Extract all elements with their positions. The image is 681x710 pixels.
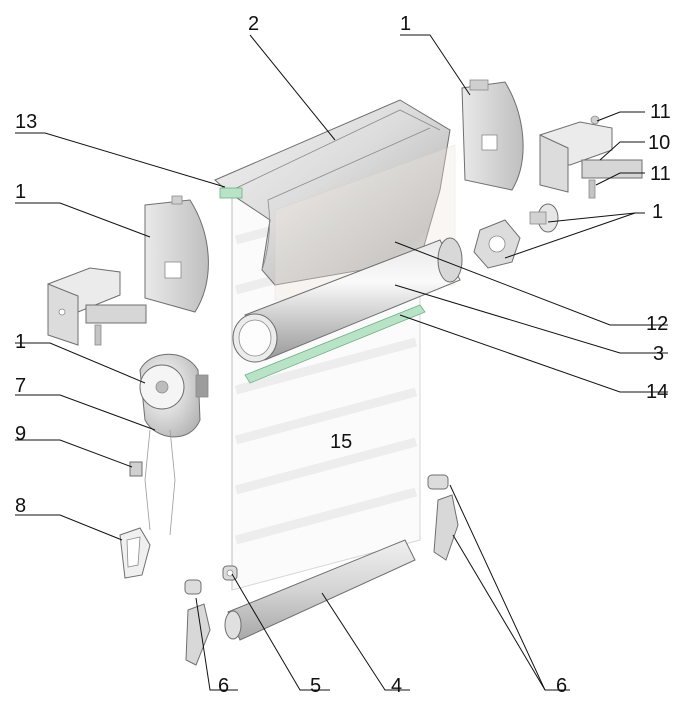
callout-4: 4 (391, 675, 402, 697)
leader-1-right-b (504, 212, 636, 259)
right-mounting-bracket (539, 121, 613, 193)
callout-labels: 2 1 13 11 10 11 1 1 12 3 14 1 7 9 8 15 6… (15, 13, 671, 697)
guide-clip-right (427, 474, 459, 561)
callout-12: 12 (646, 313, 668, 335)
left-side-cap (144, 195, 209, 313)
leader-10 (599, 141, 645, 161)
leader-4 (321, 592, 410, 691)
leader-1-left (15, 202, 151, 238)
leader-11b (595, 172, 645, 186)
callout-15: 15 (330, 431, 352, 453)
fabric-tape-strip (219, 187, 243, 199)
bottom-bar-end-cap (222, 565, 238, 581)
callout-1-left: 1 (15, 181, 26, 203)
callout-1-top: 1 (400, 13, 411, 35)
leader-6-right-b (452, 534, 546, 691)
leader-14 (399, 314, 668, 393)
leader-5 (231, 573, 330, 691)
callout-1-right: 1 (652, 201, 663, 223)
chain-tensioner (119, 527, 151, 579)
callout-13: 13 (15, 111, 37, 133)
bead-chain (144, 429, 176, 536)
callout-2: 2 (248, 13, 259, 35)
chain-control-mechanism (139, 353, 209, 438)
leader-3 (394, 284, 668, 354)
leader-1-mechanism (15, 342, 146, 384)
bottom-bar (224, 539, 416, 641)
callout-11a: 11 (650, 101, 671, 123)
leader-8 (15, 514, 123, 541)
callout-1-mechanism: 1 (15, 331, 26, 353)
callout-7: 7 (15, 375, 26, 397)
roller-tube (232, 237, 463, 363)
callout-11b: 11 (650, 163, 671, 185)
leader-12 (394, 241, 668, 326)
idle-end-plug (473, 203, 559, 269)
leader-2 (249, 34, 336, 141)
callout-6-left: 6 (218, 675, 229, 697)
leader-11a (596, 111, 645, 122)
guide-clip-lower-left (184, 579, 211, 666)
leader-1-top (400, 34, 471, 96)
leader-6-left (195, 597, 238, 691)
callout-5: 5 (310, 675, 321, 697)
green-fixing-strip (244, 304, 426, 384)
leader-lines (15, 34, 668, 691)
callout-6-right: 6 (556, 675, 567, 697)
callout-8: 8 (15, 495, 26, 517)
callout-10: 10 (648, 132, 670, 154)
right-side-cap (461, 79, 524, 191)
leader-9 (15, 439, 133, 468)
callout-14: 14 (646, 381, 668, 403)
leader-6-right-a (449, 484, 570, 691)
bracket-fixing-plate (581, 159, 643, 179)
fixing-screws (588, 115, 600, 199)
leader-13 (15, 132, 226, 188)
leader-7 (15, 394, 156, 431)
left-mounting-bracket (47, 267, 147, 346)
callout-3: 3 (653, 343, 664, 365)
callout-9: 9 (15, 423, 26, 445)
chain-connector (129, 461, 143, 477)
